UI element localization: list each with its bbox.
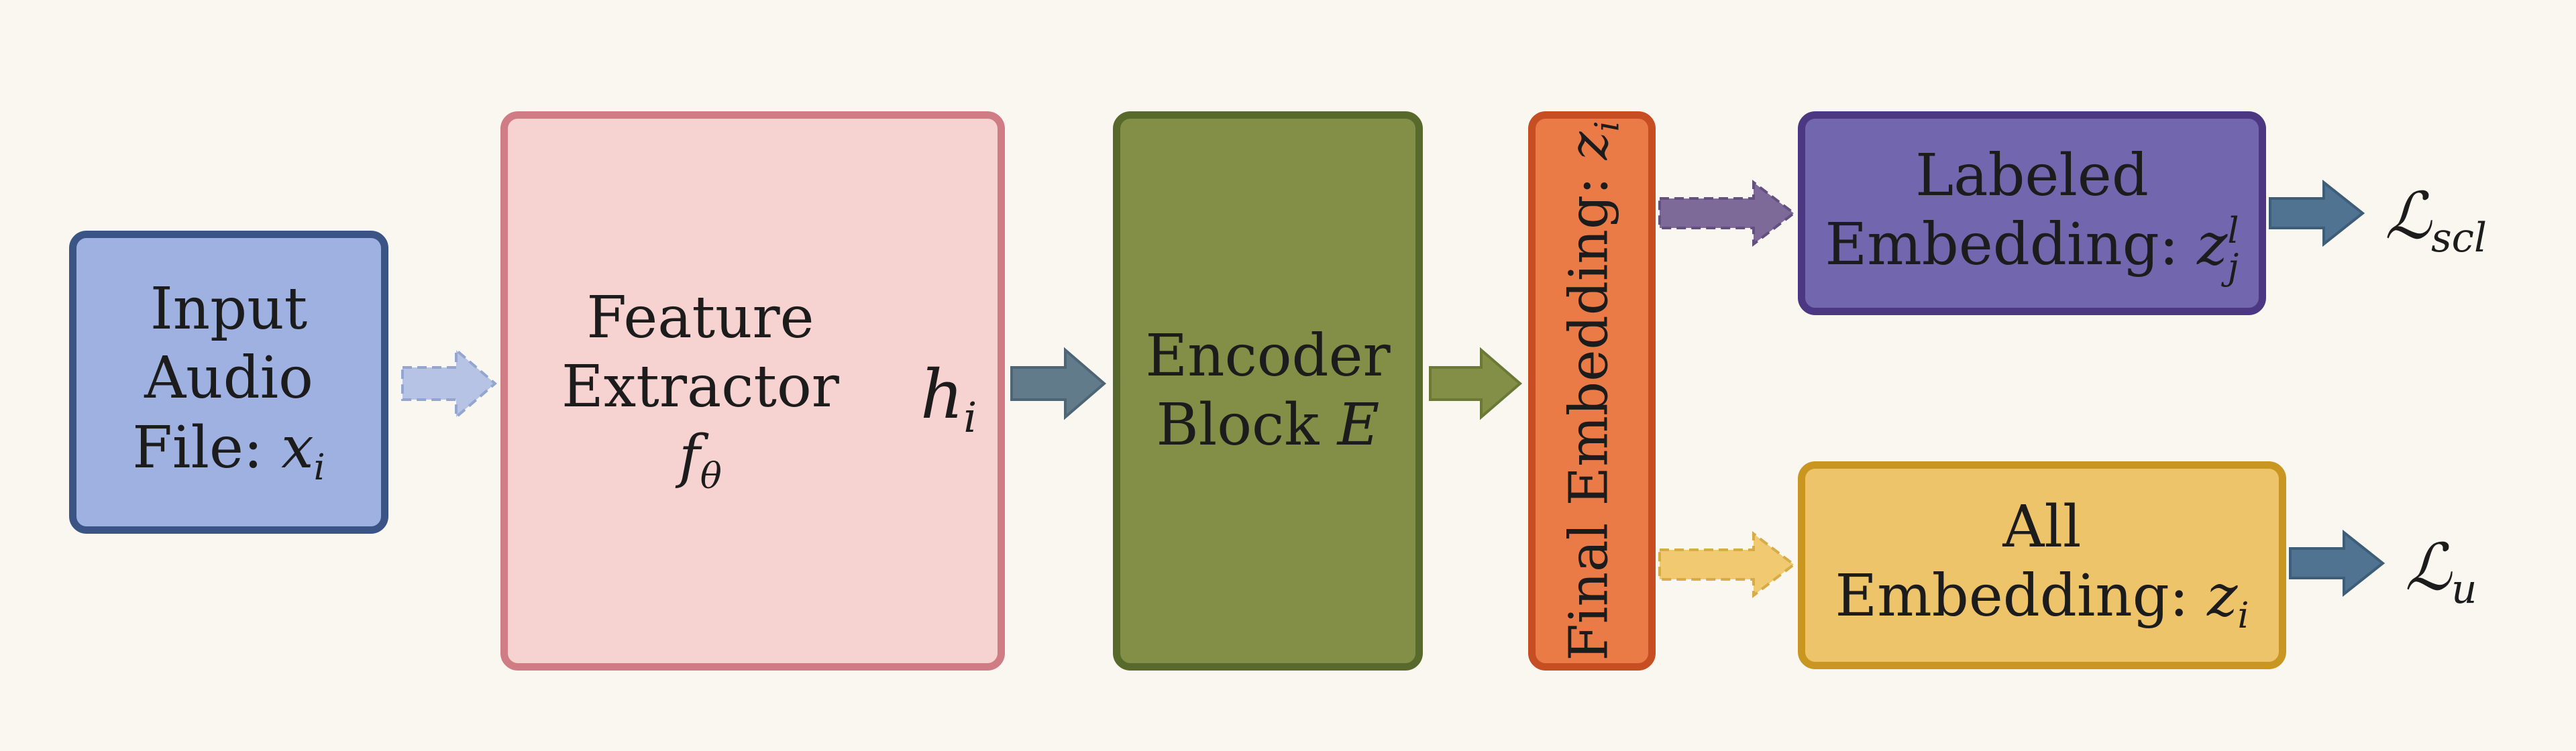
arrow-all-to-lu (2289, 529, 2385, 597)
encoder-line-2: Block E (1145, 391, 1390, 460)
loss-scl-label: ℒscl (2385, 178, 2487, 262)
input-var-sub: i (313, 446, 325, 488)
h-var-sub: i (963, 393, 977, 442)
feature-line-2: Extractor (561, 353, 839, 421)
arrow-input-to-feature (401, 347, 498, 420)
arrow-final-to-all (1658, 530, 1796, 599)
input-line-3: File: xi (132, 414, 325, 489)
loss-scl-sub: scl (2431, 215, 2487, 262)
loss-u-symbol: ℒ (2405, 530, 2452, 605)
feature-var: f (678, 422, 700, 490)
final-embedding-label: Final Embedding: zi (1556, 121, 1627, 660)
all-embedding-block: All Embedding: zi (1798, 461, 2286, 669)
feature-extractor-block: Feature Extractor fθ (500, 111, 1005, 671)
labeled-var-sup: l (2227, 210, 2239, 252)
input-var: x (281, 414, 314, 481)
arrow-labeled-to-lscl (2269, 179, 2365, 247)
all-line-2-text: Embedding: (1835, 563, 2208, 630)
feature-param: fθ (561, 422, 839, 498)
loss-u-sub: u (2451, 567, 2477, 614)
h-var: h (920, 355, 964, 434)
all-line-2: Embedding: zi (1835, 562, 2249, 638)
all-line-1: All (2002, 493, 2082, 561)
final-text: Final Embedding: (1557, 160, 1620, 661)
loss-u-label: ℒu (2405, 530, 2477, 613)
all-var-sub: i (2237, 595, 2249, 637)
input-line-1: Input (150, 276, 308, 343)
feature-var-sub: θ (700, 455, 722, 497)
features-h-label: hi (920, 355, 977, 442)
arrow-final-to-labeled (1658, 179, 1796, 247)
all-var: z (2207, 563, 2238, 630)
feature-line-1: Feature (586, 284, 814, 352)
encoder-line-2-text: Block (1156, 392, 1338, 459)
arrow-h-to-encoder (1010, 347, 1107, 420)
labeled-line-1: Labeled (1915, 142, 2149, 209)
input-audio-file-block: Input Audio File: xi (69, 231, 388, 534)
final-var: z (1557, 131, 1620, 160)
encoder-var: E (1337, 392, 1380, 459)
final-var-sub: i (1587, 121, 1627, 132)
final-embedding-block: Final Embedding: zi (1528, 111, 1656, 671)
encoder-block: Encoder Block E (1113, 111, 1423, 671)
encoder-line-1: Encoder (1145, 322, 1391, 390)
input-line-3-text: File: (132, 414, 282, 481)
input-line-2: Audio (144, 345, 313, 412)
loss-scl-symbol: ℒ (2385, 178, 2432, 253)
labeled-var: z (2197, 211, 2228, 279)
labeled-var-sub: j (2227, 245, 2239, 288)
arrow-encoder-to-final (1429, 347, 1523, 420)
labeled-line-2-text: Embedding: (1825, 211, 2198, 279)
